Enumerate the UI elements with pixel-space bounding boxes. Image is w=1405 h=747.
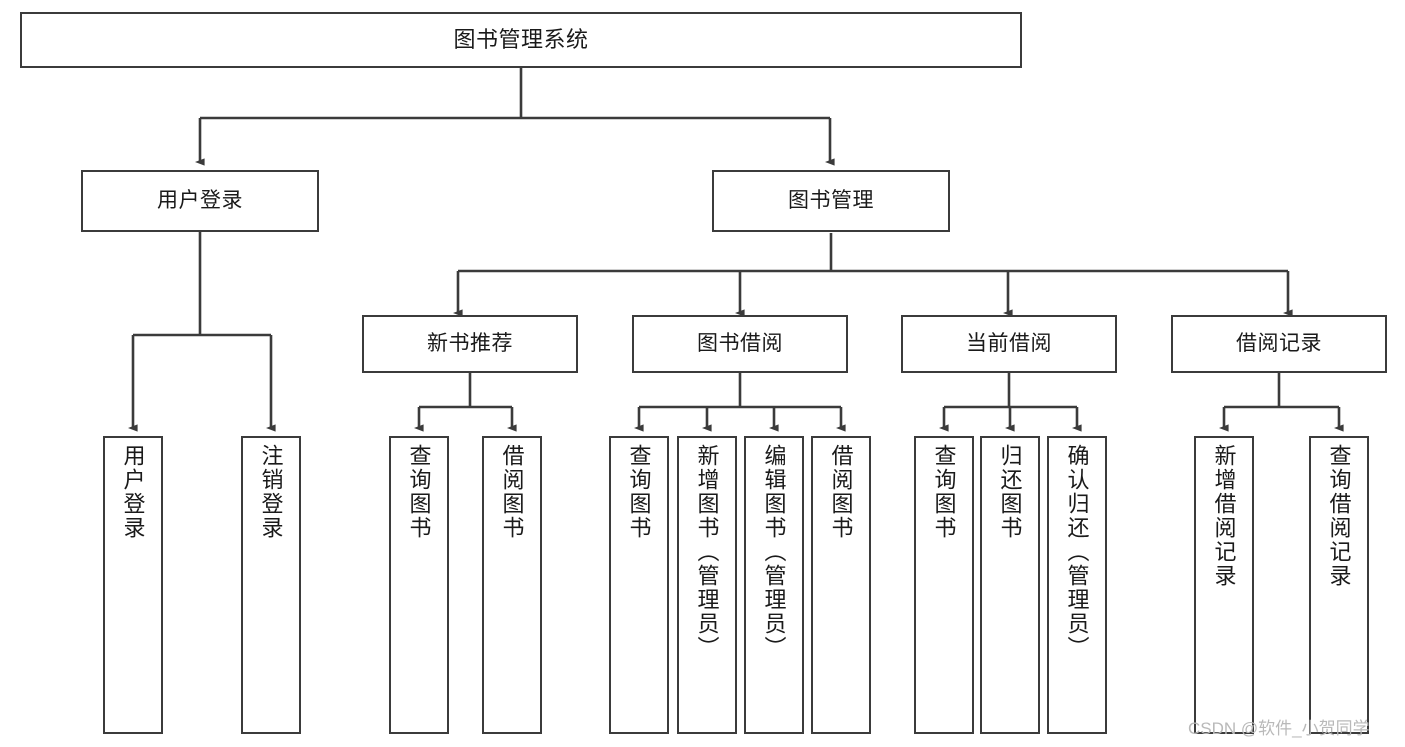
node-leaf-borrow-book[interactable]: 借阅图书 xyxy=(811,436,871,734)
node-label: 图书管理 xyxy=(788,188,874,212)
node-label: 新增图书（管理员） xyxy=(694,444,720,660)
node-book-management[interactable]: 图书管理 xyxy=(712,170,950,232)
node-label: 确认归还（管理员） xyxy=(1064,444,1090,660)
node-label: 借阅图书 xyxy=(499,444,525,540)
node-label: 新增借阅记录 xyxy=(1211,444,1237,588)
node-leaf-query-book-borrow[interactable]: 查询图书 xyxy=(609,436,669,734)
node-label: 当前借阅 xyxy=(966,331,1052,355)
node-leaf-query-borrow-record[interactable]: 查询借阅记录 xyxy=(1309,436,1369,734)
node-label: 查询图书 xyxy=(931,444,957,540)
node-leaf-add-borrow-record[interactable]: 新增借阅记录 xyxy=(1194,436,1254,734)
node-current-borrow[interactable]: 当前借阅 xyxy=(901,315,1117,373)
node-leaf-query-book-current[interactable]: 查询图书 xyxy=(914,436,974,734)
node-leaf-borrow-book-recommend[interactable]: 借阅图书 xyxy=(482,436,542,734)
node-label: 新书推荐 xyxy=(427,331,513,355)
node-label: 查询借阅记录 xyxy=(1326,444,1352,588)
node-label: 注销登录 xyxy=(258,444,284,540)
node-label: 借阅记录 xyxy=(1236,331,1322,355)
node-root-system[interactable]: 图书管理系统 xyxy=(20,12,1022,68)
node-leaf-add-book-admin[interactable]: 新增图书（管理员） xyxy=(677,436,737,734)
node-book-borrow[interactable]: 图书借阅 xyxy=(632,315,848,373)
node-label: 查询图书 xyxy=(626,444,652,540)
watermark: CSDN @软件_小贺同学 xyxy=(1188,719,1370,738)
node-leaf-confirm-return-admin[interactable]: 确认归还（管理员） xyxy=(1047,436,1107,734)
node-leaf-user-login[interactable]: 用户登录 xyxy=(103,436,163,734)
node-leaf-edit-book-admin[interactable]: 编辑图书（管理员） xyxy=(744,436,804,734)
node-leaf-query-book-recommend[interactable]: 查询图书 xyxy=(389,436,449,734)
node-label: 编辑图书（管理员） xyxy=(761,444,787,660)
node-label: 用户登录 xyxy=(120,444,146,540)
node-label: 借阅图书 xyxy=(828,444,854,540)
node-label: 用户登录 xyxy=(157,188,243,212)
node-label: 图书管理系统 xyxy=(453,27,589,53)
node-leaf-return-book[interactable]: 归还图书 xyxy=(980,436,1040,734)
node-borrow-records[interactable]: 借阅记录 xyxy=(1171,315,1387,373)
node-leaf-user-logout[interactable]: 注销登录 xyxy=(241,436,301,734)
node-label: 归还图书 xyxy=(997,444,1023,540)
node-new-book-recommend[interactable]: 新书推荐 xyxy=(362,315,578,373)
node-label: 查询图书 xyxy=(406,444,432,540)
node-label: 图书借阅 xyxy=(697,331,783,355)
node-user-login[interactable]: 用户登录 xyxy=(81,170,319,232)
